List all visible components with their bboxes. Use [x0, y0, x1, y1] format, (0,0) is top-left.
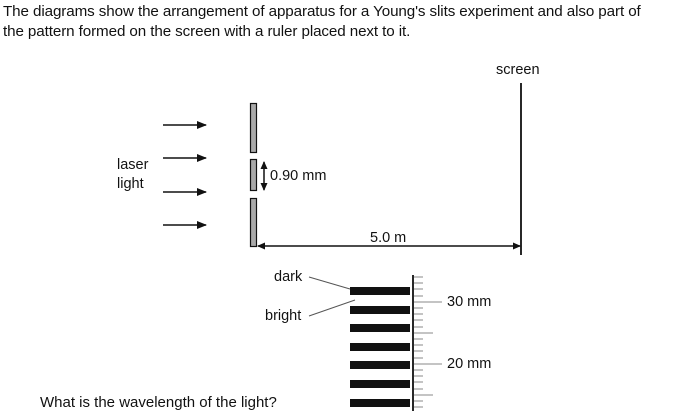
distance-label: 5.0 m [370, 230, 407, 246]
ruler-label-20mm: 20 mm [447, 356, 492, 372]
dark-fringe [350, 287, 410, 295]
intro-line-2: the pattern formed on the screen with a … [3, 23, 411, 40]
dark-fringe [350, 343, 410, 351]
dark-fringe [350, 399, 410, 407]
double-slit-barrier [249, 102, 258, 248]
fringe-pattern [350, 287, 410, 407]
ruler-label-30mm: 30 mm [447, 294, 492, 310]
dark-fringe [350, 306, 410, 314]
laser-arrows [163, 121, 207, 229]
intro-line-1: The diagrams show the arrangement of app… [3, 3, 641, 20]
ruler [412, 275, 442, 411]
dark-fringe [350, 380, 410, 388]
screen-label: screen [496, 62, 540, 78]
intro-text: The diagrams show the arrangement of app… [3, 2, 699, 42]
question-text: What is the wavelength of the light? [40, 394, 277, 411]
slit-separation-label: 0.90 mm [270, 168, 327, 184]
laser-label-line1: laser [117, 157, 149, 173]
bright-label: bright [265, 308, 302, 324]
dark-fringe [350, 324, 410, 332]
laser-label-line2: light [117, 176, 144, 192]
dark-fringe [350, 361, 410, 369]
dark-leader-line [308, 276, 351, 290]
bright-leader-line [308, 299, 356, 317]
dark-label: dark [274, 269, 303, 285]
